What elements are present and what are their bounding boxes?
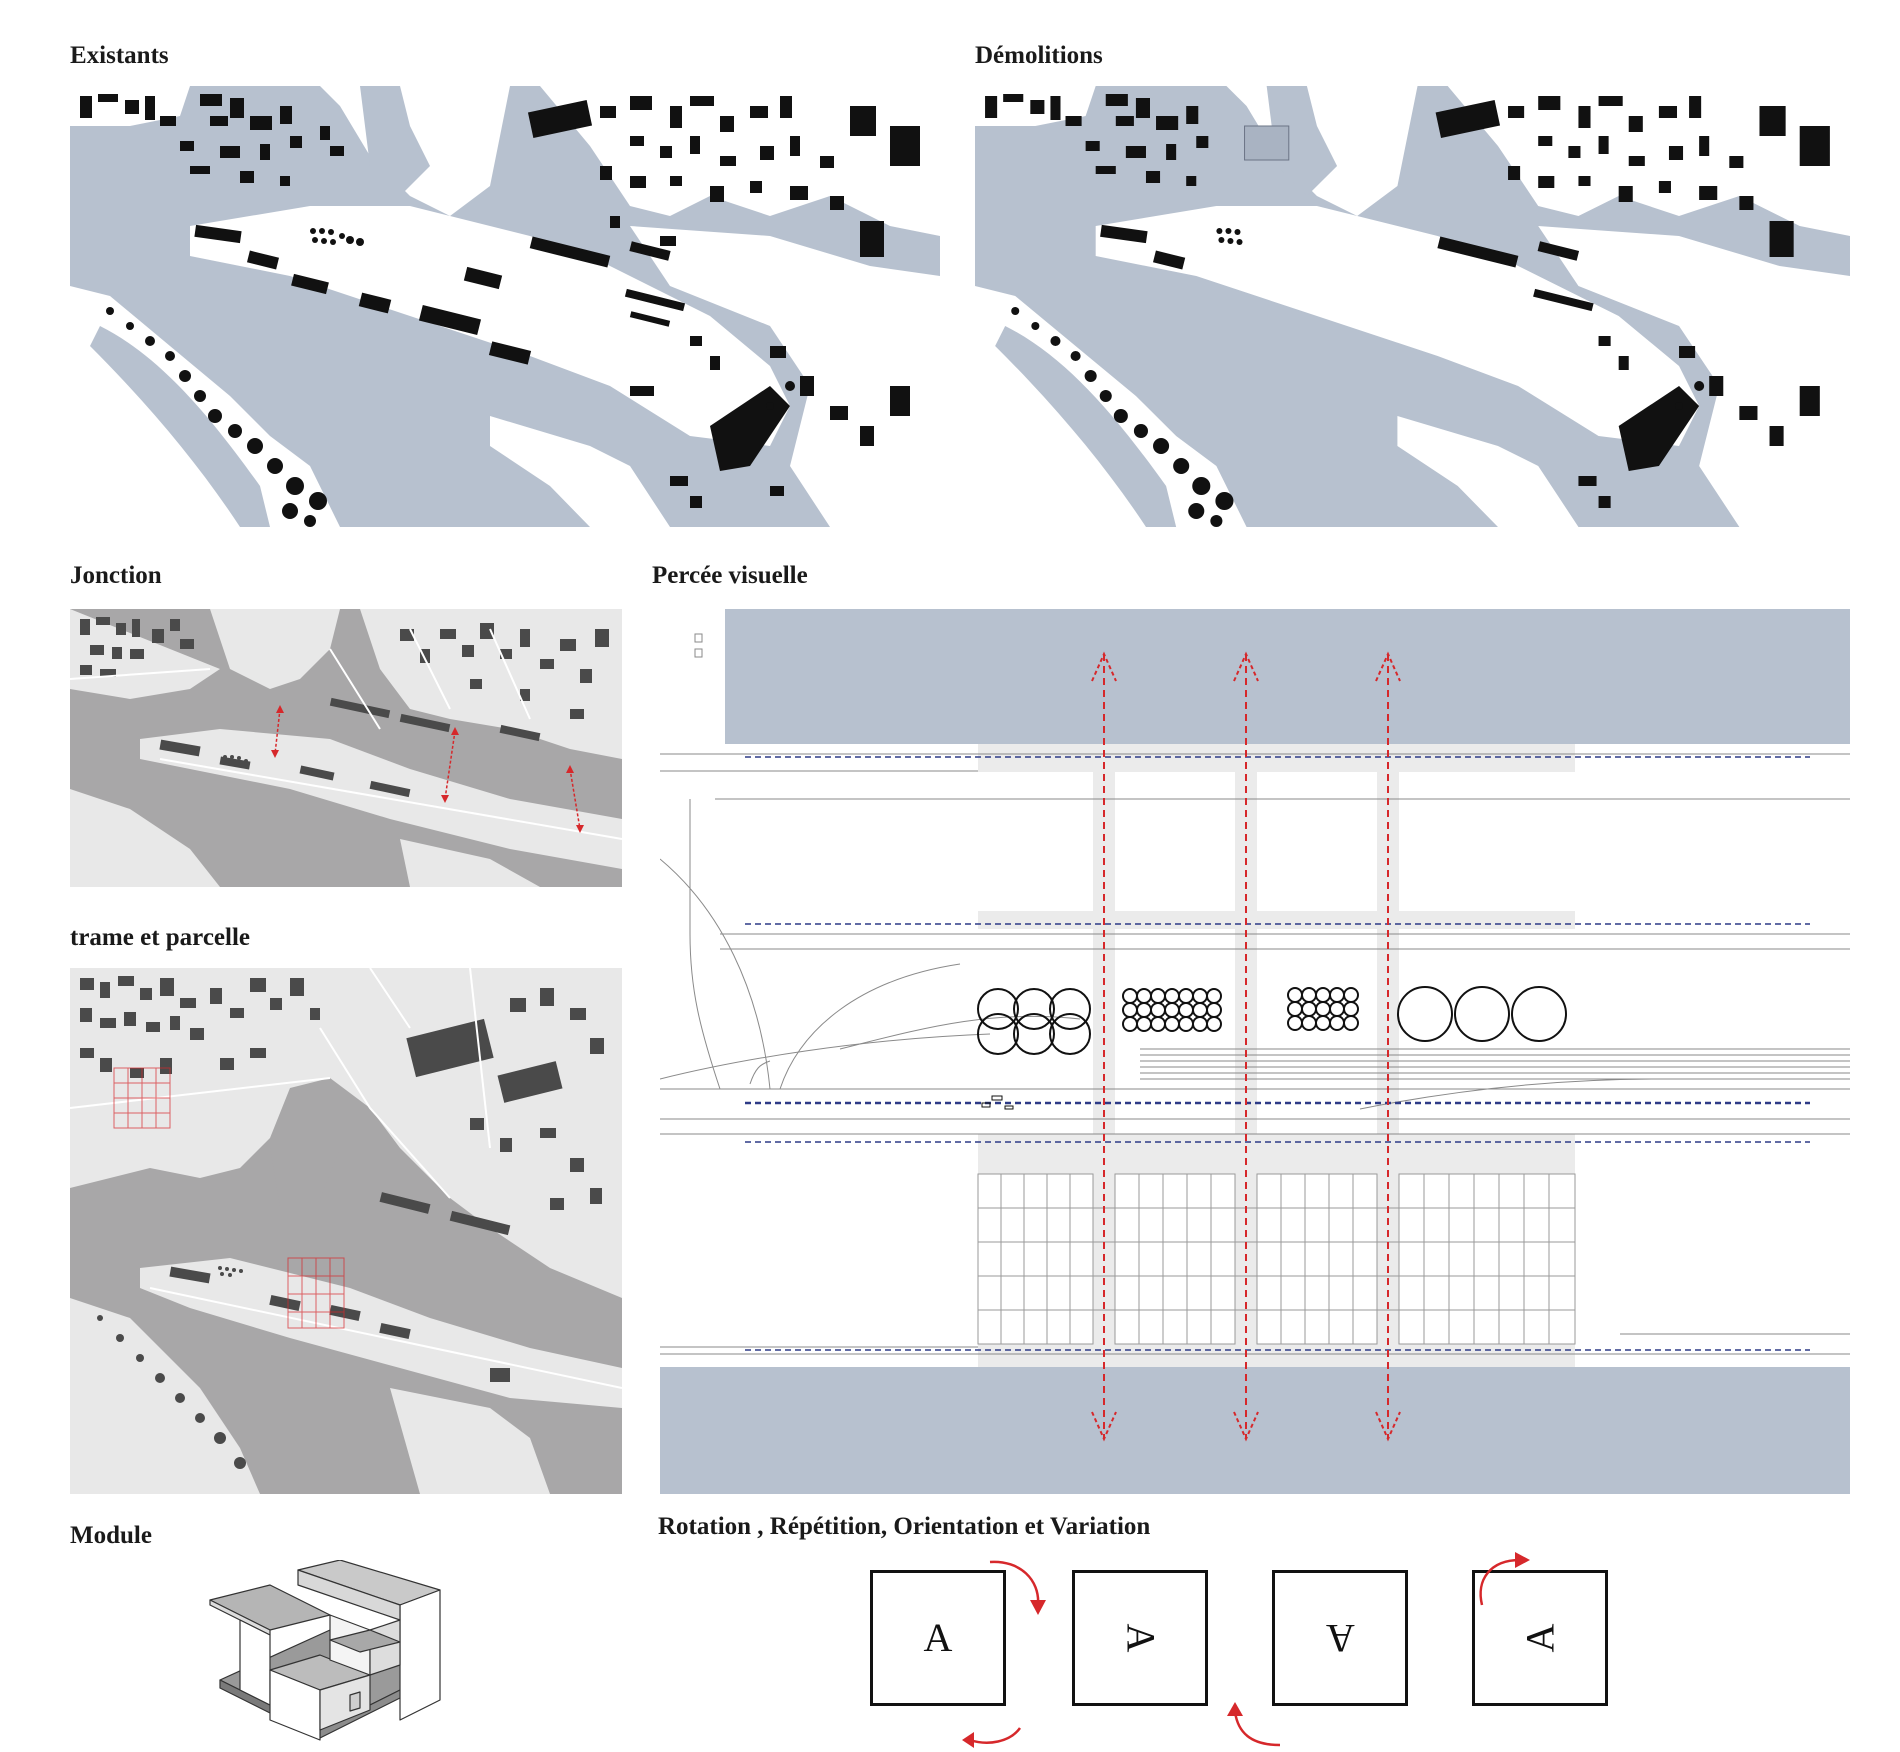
title-module: Module xyxy=(70,1522,152,1549)
rotation-box-3: A xyxy=(1272,1570,1408,1706)
existants-map xyxy=(70,86,940,527)
rotation-diagram: A A A A xyxy=(870,1552,1650,1750)
title-percee-visuelle: Percée visuelle xyxy=(652,562,808,589)
module-isometric xyxy=(200,1560,460,1750)
water-bottom xyxy=(660,1367,1850,1494)
title-demolitions: Démolitions xyxy=(975,42,1103,69)
rotation-box-4: A xyxy=(1472,1570,1608,1706)
trame-parcelle-map xyxy=(70,968,622,1494)
title-existants: Existants xyxy=(70,42,169,69)
arrow-3-icon xyxy=(1233,1711,1281,1747)
arrow-4-icon xyxy=(1479,1558,1521,1606)
rotation-arrows xyxy=(962,1552,1530,1748)
tank-circles xyxy=(977,986,1567,1055)
title-rotation: Rotation , Répétition, Orientation et Va… xyxy=(658,1513,1151,1540)
water-top xyxy=(725,609,1850,744)
arrow-1-icon xyxy=(989,1560,1040,1606)
title-jonction: Jonction xyxy=(70,562,162,589)
blue-dashed-lines xyxy=(745,756,1810,1351)
arrow-2-icon xyxy=(969,1727,1022,1744)
title-trame-parcelle: trame et parcelle xyxy=(70,924,250,951)
parcel-grid xyxy=(977,1173,1576,1345)
rotation-letter-1: A xyxy=(923,1615,953,1660)
rotation-box-1: A xyxy=(870,1570,1006,1706)
rotation-box-2: A xyxy=(1072,1570,1208,1706)
jonction-map xyxy=(70,609,622,887)
demolitions-map xyxy=(975,86,1850,527)
percee-visuelle-plan xyxy=(660,609,1850,1494)
red-visual-axes xyxy=(1103,654,1389,1439)
